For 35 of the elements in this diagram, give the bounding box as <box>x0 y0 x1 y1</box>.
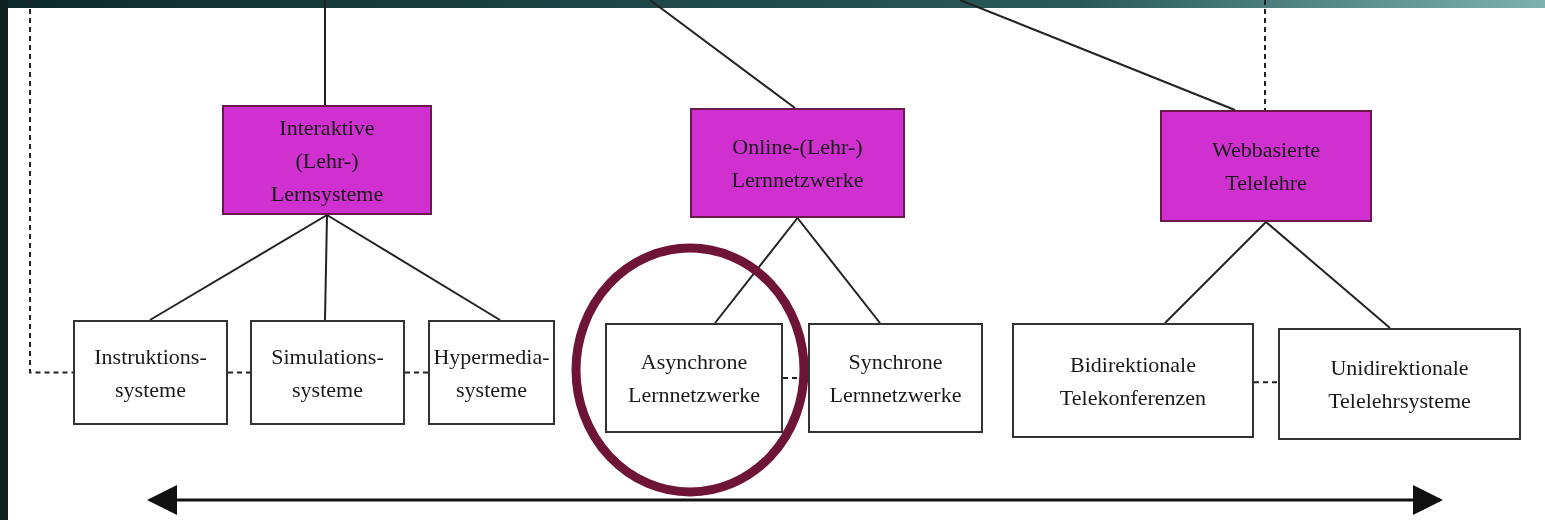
category-box <box>690 108 905 218</box>
connector-line <box>1164 221 1267 324</box>
item-box <box>428 320 555 425</box>
dashed-connector <box>227 371 251 374</box>
box-label: Hypermedia- systeme <box>433 342 550 404</box>
box-label: Synchrone Lernnetzwerke <box>828 348 963 409</box>
category-box <box>1160 110 1372 222</box>
box-label: Online-(Lehr-) Lernnetzwerke <box>730 133 865 194</box>
connector-line <box>324 214 328 321</box>
dashed-connector <box>29 0 74 374</box>
dashed-connector <box>404 371 429 374</box>
item-box <box>1012 323 1254 438</box>
connector-line <box>649 0 796 109</box>
box-label: Bidirektionale Telekonferenzen <box>1058 350 1208 412</box>
connector-line <box>959 0 1236 111</box>
item-box <box>808 323 983 433</box>
box-label: Asynchrone Lernnetzwerke <box>627 348 761 409</box>
box-label: Unidirektionale Telelehrsysteme <box>1327 354 1472 415</box>
item-box <box>250 320 405 425</box>
connector-line <box>326 214 501 321</box>
item-box <box>605 323 783 433</box>
box-label: Webbasierte Telelehre <box>1210 136 1322 197</box>
connector-line <box>324 0 326 106</box>
connector-line <box>796 217 881 324</box>
box-label: Instruktions- systeme <box>93 342 208 404</box>
connector-line <box>149 214 328 321</box>
box-label: Interaktive (Lehr-) Lernsysteme <box>269 113 385 208</box>
box-label: Simulations- systeme <box>270 342 385 404</box>
dashed-connector <box>1264 0 1266 111</box>
connector-line <box>714 217 799 324</box>
dashed-connector <box>1253 381 1279 384</box>
connector-line <box>1265 221 1391 329</box>
item-box <box>1278 328 1521 440</box>
category-box <box>222 105 432 215</box>
item-box <box>73 320 228 425</box>
